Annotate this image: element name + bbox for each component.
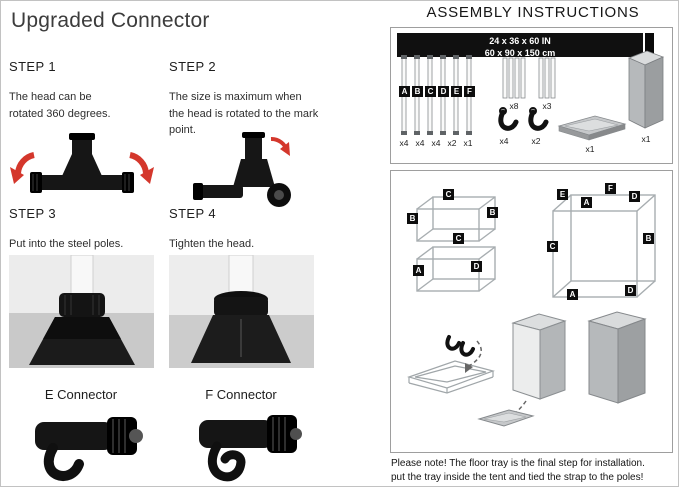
size-banner-line2: 60 x 90 x 150 cm: [484, 47, 556, 58]
step4-text: Tighten the head.: [169, 238, 255, 250]
step1-label: STEP 1: [9, 59, 56, 74]
step2-text: The size is maximum when the head is rot…: [169, 91, 319, 136]
step3-text: Put into the steel poles.: [9, 238, 124, 250]
step4-label: STEP 4: [169, 206, 216, 221]
frame2-badge-1: E: [557, 189, 568, 200]
assembly-steps-box: C B A D C B E A F D C B A D: [390, 170, 673, 453]
frame2-badge-3: F: [605, 183, 616, 194]
step1-connector-image: [10, 133, 154, 193]
part-badge-a: A: [399, 86, 410, 97]
frame2-badge-6: B: [643, 233, 654, 244]
part-badge-e: E: [451, 86, 462, 97]
step1-text: The head can be rotated 360 degrees.: [9, 91, 111, 120]
frame2-badge-5: C: [547, 241, 558, 252]
bundle3-qty: x3: [542, 101, 552, 111]
hook2-qty: x2: [531, 136, 541, 146]
frame2-badge-7: A: [567, 289, 578, 300]
frame1-badge-6: B: [487, 207, 498, 218]
pole-qty-1: x4: [399, 138, 409, 148]
pole-qty-4: x2: [447, 138, 457, 148]
frame1-badge-2: B: [407, 213, 418, 224]
f-connector-label: F Connector: [205, 387, 277, 402]
frame2-badge-2: A: [581, 197, 592, 208]
step3-photo: [9, 255, 154, 368]
pole-qty-3: x4: [431, 138, 441, 148]
hook4-qty: x4: [499, 136, 509, 146]
e-connector-photo: [35, 417, 143, 481]
part-badge-c: C: [425, 86, 436, 97]
part-badge-d: D: [438, 86, 449, 97]
f-connector-photo: [199, 415, 302, 482]
pole-qty-2: x4: [415, 138, 425, 148]
step2-connector-image: [193, 132, 291, 207]
frame1-badge-1: C: [443, 189, 454, 200]
assembly-diagram: [407, 194, 656, 427]
parts-list-box: 24 x 36 x 60 IN 60 x 90 x 150 cm: [390, 27, 673, 164]
size-banner: 24 x 36 x 60 IN 60 x 90 x 150 cm: [397, 33, 643, 58]
page-title: Upgraded Connector: [11, 9, 210, 32]
tent-qty: x1: [641, 134, 651, 144]
frame1-badge-5: C: [453, 233, 464, 244]
step2-label: STEP 2: [169, 59, 216, 74]
note-line1: Please note! The floor tray is the final…: [391, 458, 645, 469]
e-connector-label: E Connector: [44, 387, 118, 402]
frame2-badge-4: D: [629, 191, 640, 202]
tray-qty: x1: [585, 144, 595, 154]
part-badge-f: F: [464, 86, 475, 97]
step3-label: STEP 3: [9, 206, 56, 221]
assembly-title: ASSEMBLY INSTRUCTIONS: [426, 4, 640, 21]
note-line2: put the tray inside the tent and tied th…: [391, 472, 644, 483]
bundle8-qty: x8: [509, 101, 519, 111]
pole-qty-5: x1: [463, 138, 473, 148]
step4-photo: [169, 255, 314, 368]
banner-tab: [645, 33, 654, 57]
parts-illustration: [401, 50, 665, 141]
frame1-badge-3: A: [413, 265, 424, 276]
frame1-badge-4: D: [471, 261, 482, 272]
size-banner-line1: 24 x 36 x 60 IN: [489, 36, 551, 46]
frame2-badge-8: D: [625, 285, 636, 296]
part-badge-b: B: [412, 86, 423, 97]
